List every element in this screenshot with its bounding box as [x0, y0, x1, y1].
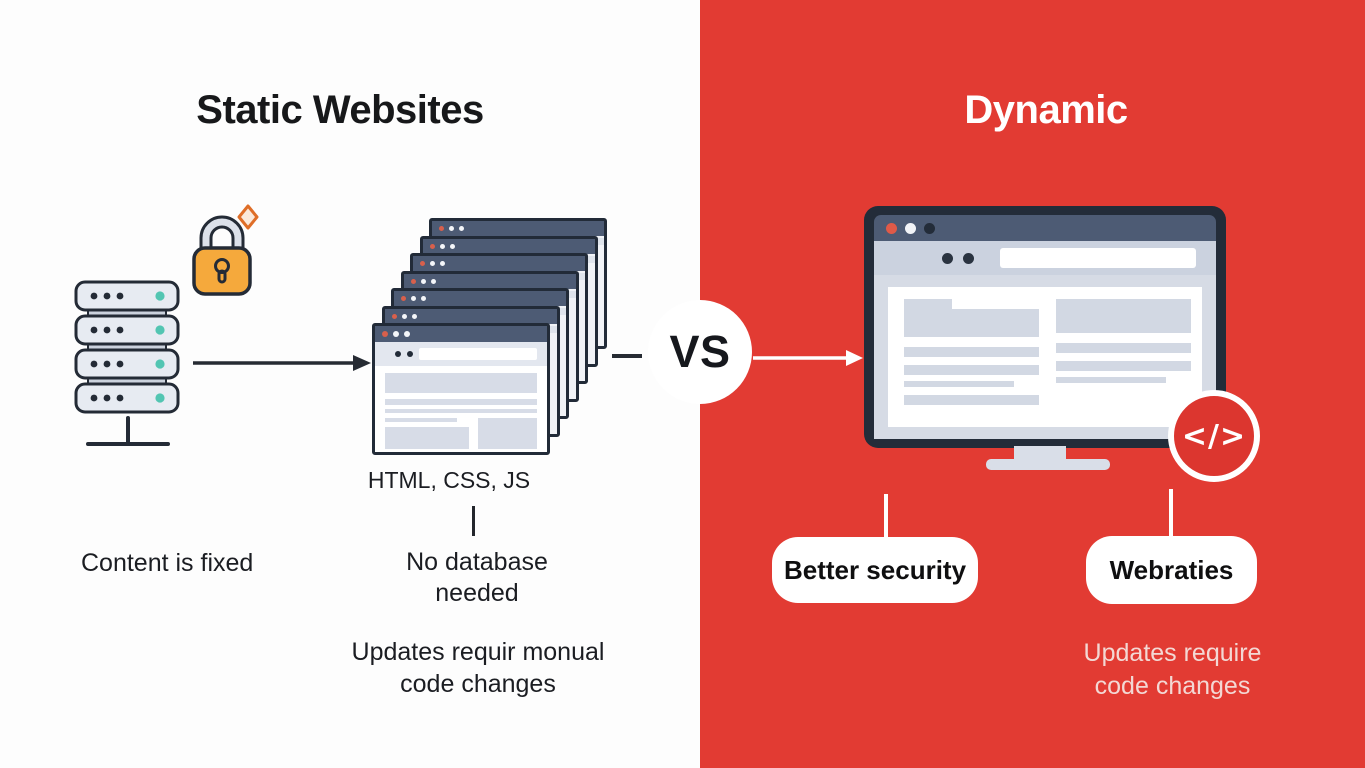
pill-webraties: Webraties	[1086, 536, 1257, 604]
no-database-caption: No database needed	[406, 548, 548, 607]
content-block	[385, 427, 469, 449]
connector-line	[884, 494, 888, 538]
code-glyph: </>	[1181, 418, 1247, 454]
front-browser-window	[372, 323, 550, 455]
pill-label: Better security	[783, 554, 967, 585]
content-block	[385, 373, 537, 393]
monitor-stand	[1014, 446, 1066, 461]
monitor-screen	[874, 275, 1216, 439]
content-block	[1056, 299, 1191, 333]
dynamic-title: Dynamic	[964, 88, 1128, 132]
tech-stack-label: HTML, CSS, JS	[367, 467, 531, 493]
code-badge-icon: </>	[1168, 390, 1260, 482]
pill-label: Webraties	[1109, 554, 1234, 585]
content-line	[385, 409, 537, 413]
content-tab	[904, 299, 952, 309]
content-line	[904, 381, 1014, 387]
vs-to-monitor-arrow-icon	[753, 350, 863, 366]
content-line	[385, 418, 457, 422]
server-stack-icon	[74, 280, 180, 446]
address-bar	[419, 348, 537, 360]
content-line	[1056, 377, 1166, 383]
monitor-stand-base	[986, 459, 1110, 470]
sparkle-icon	[237, 204, 259, 230]
monitor-titlebar	[874, 215, 1216, 241]
connector-line	[1169, 489, 1173, 537]
content-block	[478, 418, 537, 449]
content-line	[1056, 343, 1191, 353]
monitor-toolbar	[874, 241, 1216, 275]
content-block	[904, 309, 1039, 337]
connector-tick	[472, 506, 475, 536]
content-line	[385, 399, 537, 405]
browser-toolbar	[375, 342, 547, 366]
content-line	[904, 365, 1039, 375]
manual-updates-caption: Updates requir monual code changes	[351, 638, 605, 698]
static-title: Static Websites	[196, 88, 484, 132]
dash-connector	[612, 354, 642, 358]
pill-better-security: Better security	[772, 537, 978, 603]
content-line	[904, 395, 1039, 405]
padlock-icon	[192, 204, 259, 296]
content-line	[1056, 361, 1191, 371]
page-panel	[888, 287, 1202, 427]
vs-badge: VS	[648, 300, 752, 404]
address-bar	[1000, 248, 1196, 268]
monitor-illustration	[864, 206, 1226, 448]
content-line	[904, 347, 1039, 357]
code-updates-caption: Updates require code changes	[1083, 639, 1262, 700]
vs-label: VS	[669, 326, 731, 377]
content-fixed-caption: Content is fixed	[81, 549, 254, 577]
server-to-pages-arrow-icon	[193, 355, 371, 371]
